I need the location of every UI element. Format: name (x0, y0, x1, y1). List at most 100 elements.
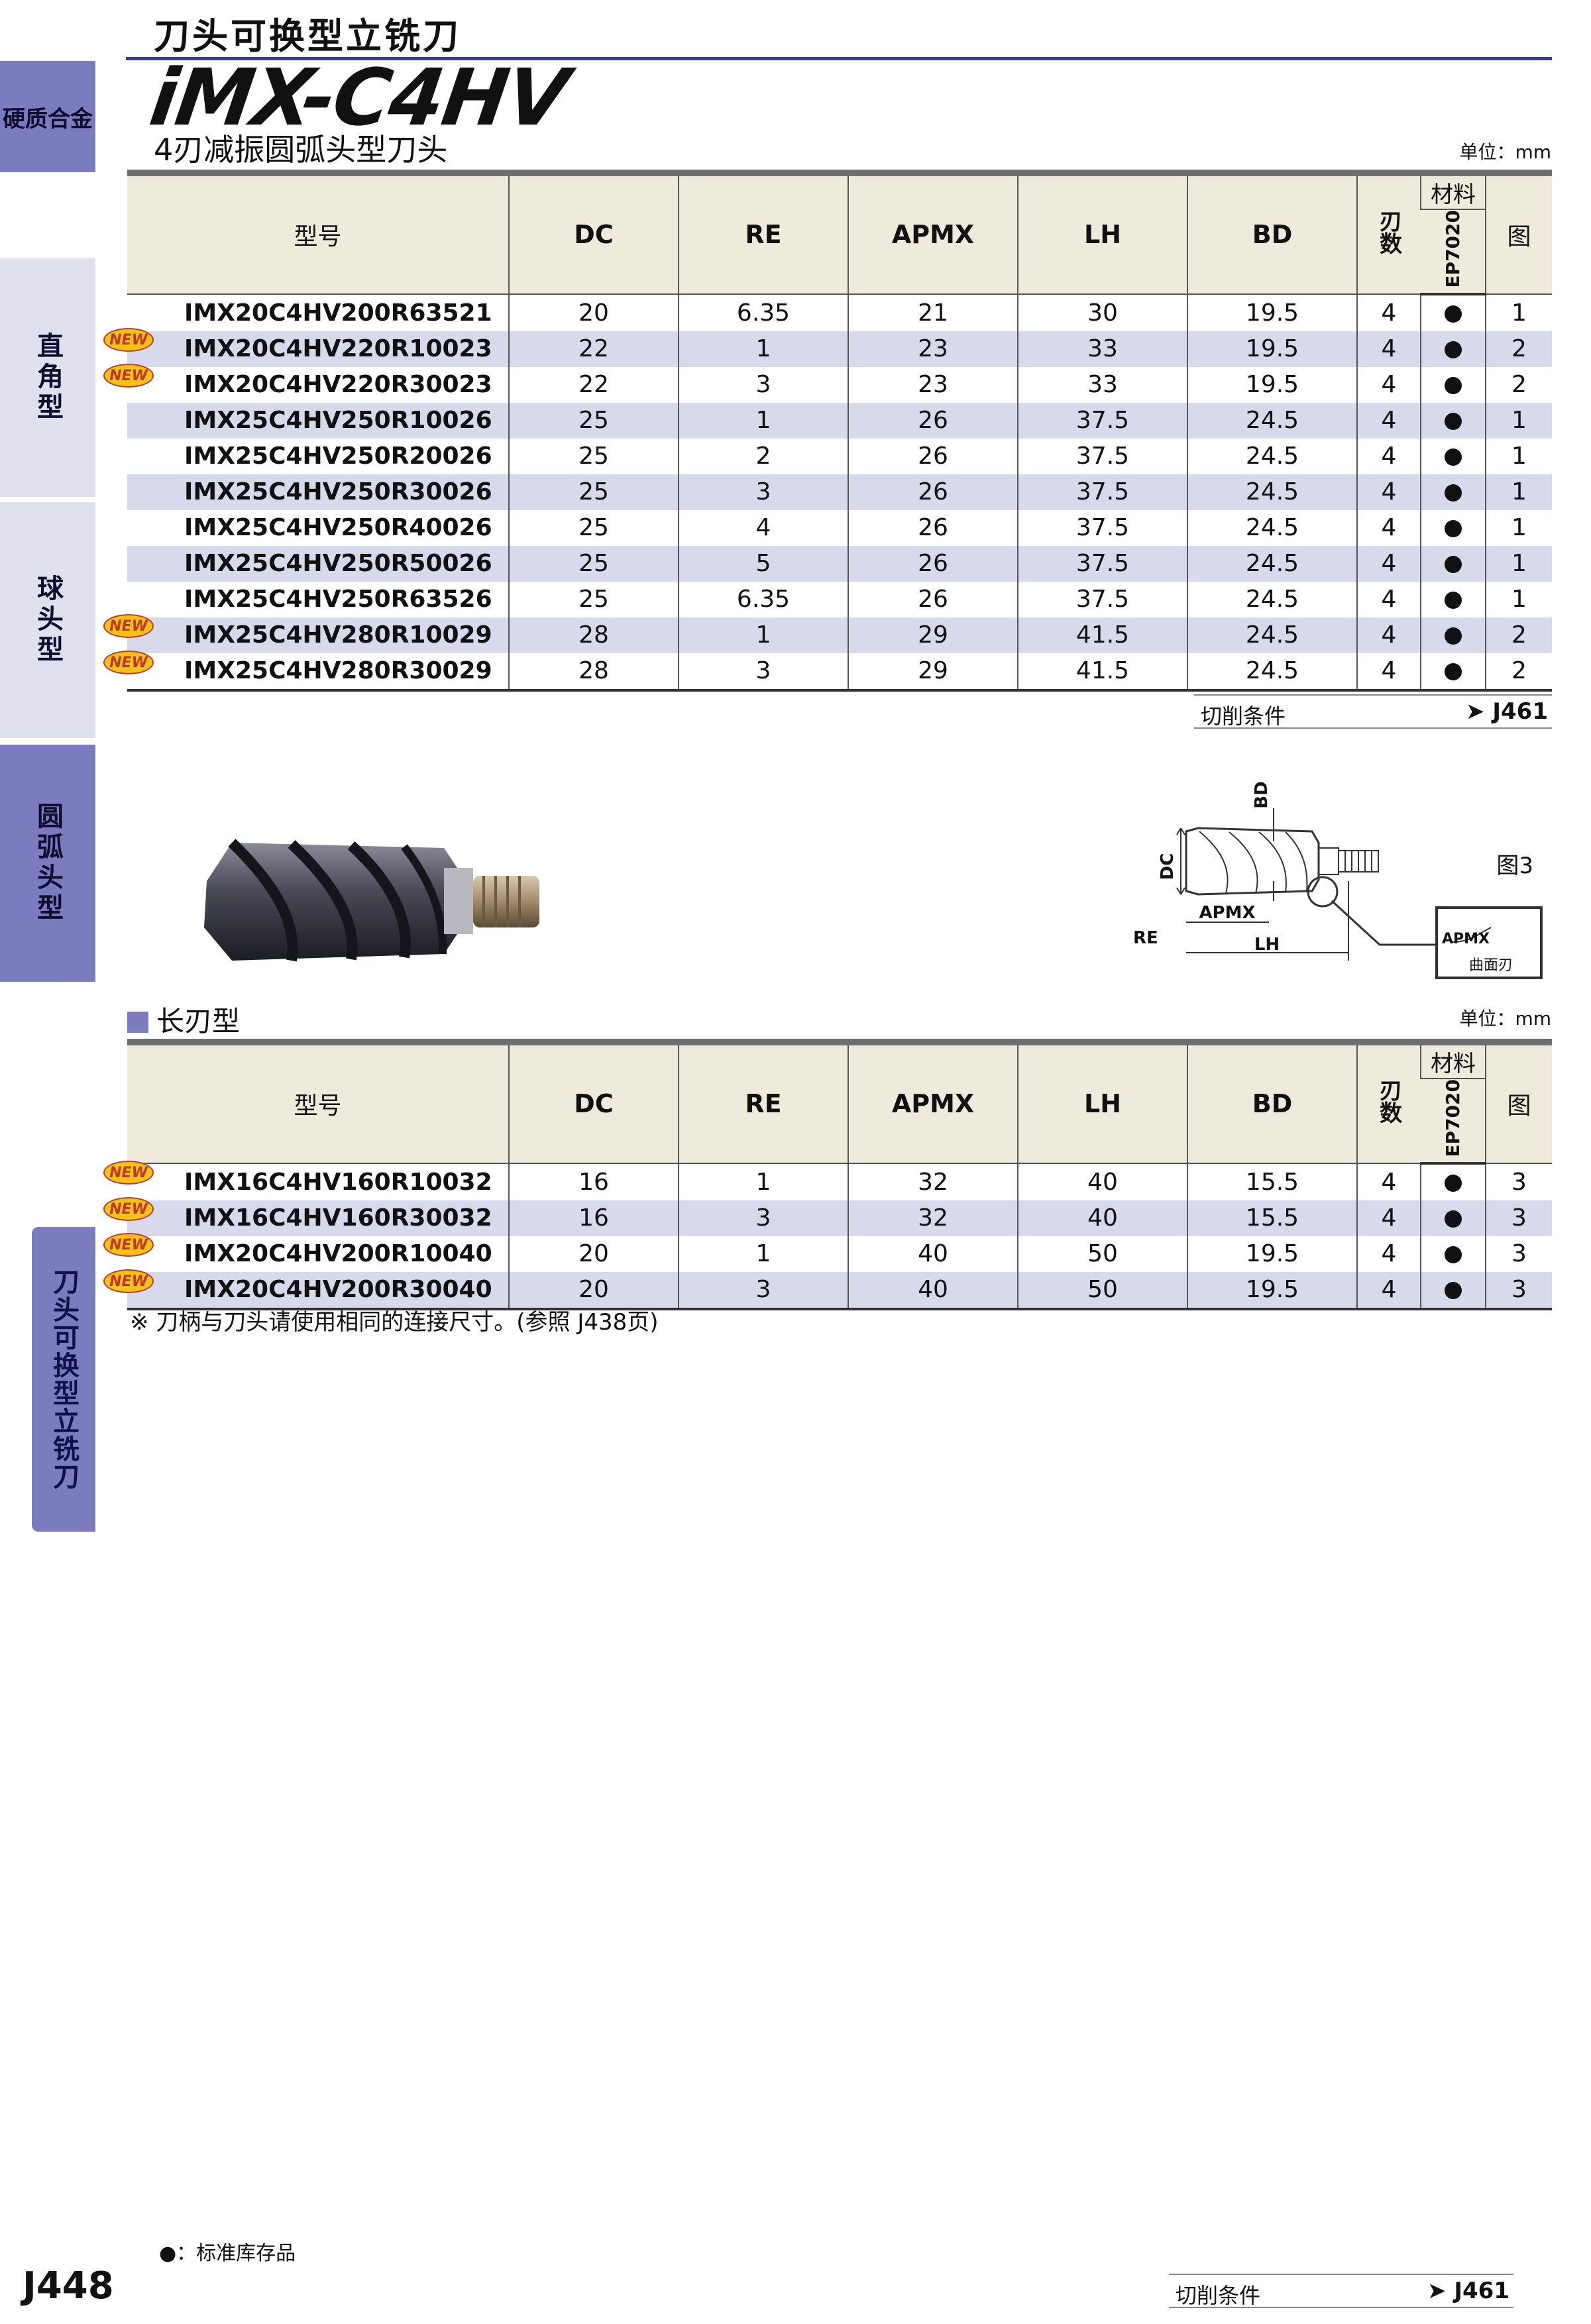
cell-re: 5 (678, 545, 848, 582)
footer-cutting-ref[interactable]: ➤ J461 (1427, 2278, 1509, 2304)
cell-z: 4 (1356, 402, 1421, 439)
side-tab-square[interactable]: 直角型 (0, 258, 95, 497)
cell-model: IMX20C4HV200R63521 (184, 299, 492, 327)
header-dc-2: DC (508, 1039, 679, 1164)
new-badge: NEW (103, 651, 154, 674)
header-flutes-2: 刃数 (1356, 1039, 1421, 1164)
new-badge: NEW (103, 1161, 154, 1185)
cell-dc: 25 (508, 438, 679, 474)
cell-lh: 40 (1017, 1200, 1187, 1236)
cell-re: 1 (678, 1236, 848, 1272)
cell-bd: 24.5 (1187, 581, 1357, 617)
header-re-2: RE (678, 1039, 848, 1164)
cutting-conditions-label: 切削条件 (1201, 704, 1286, 729)
cell-apmx: 40 (848, 1236, 1018, 1272)
cell-stock (1420, 1271, 1486, 1310)
header-figure: 图 (1485, 170, 1552, 295)
cell-model: IMX25C4HV250R20026 (184, 443, 492, 470)
cell-dc: 28 (508, 653, 679, 692)
cell-fig: 1 (1485, 438, 1552, 474)
cell-z: 4 (1356, 581, 1421, 617)
cell-re: 3 (678, 653, 848, 692)
header-bd: BD (1187, 170, 1357, 295)
cell-model: IMX20C4HV220R30023 (184, 371, 492, 399)
header-dc: DC (508, 170, 679, 295)
cell-lh: 33 (1017, 331, 1187, 367)
cutting-conditions-link[interactable]: 切削条件 ➤ J461 (1194, 694, 1552, 729)
header-rule (126, 57, 1552, 60)
cell-fig: 2 (1485, 653, 1552, 692)
cell-apmx: 23 (848, 331, 1018, 367)
cell-dc: 22 (508, 366, 679, 403)
stock-dot-icon (1445, 1175, 1462, 1192)
section-title: 长刃型 (156, 1005, 241, 1037)
cell-bd: 19.5 (1187, 331, 1357, 367)
section-marker (127, 1012, 148, 1033)
cell-lh: 50 (1017, 1236, 1187, 1272)
cell-apmx: 23 (848, 366, 1018, 403)
cell-re: 1 (678, 331, 848, 367)
cell-stock (1420, 509, 1486, 546)
cell-apmx: 29 (848, 653, 1018, 692)
cell-dc: 25 (508, 545, 679, 582)
header-grade-2: EP7020 (1421, 1079, 1486, 1165)
cell-z: 4 (1356, 293, 1421, 331)
stock-dot-icon (1445, 484, 1462, 502)
cell-lh: 33 (1017, 366, 1187, 403)
side-tab-radius[interactable]: 圆弧头型 (0, 745, 95, 982)
new-badge: NEW (103, 614, 154, 638)
cell-dc: 25 (508, 581, 679, 617)
cell-stock (1420, 653, 1486, 692)
cell-stock (1420, 1163, 1486, 1200)
cell-fig: 3 (1485, 1200, 1552, 1236)
unit-label: 单位：mm (1459, 141, 1551, 163)
header-model: 型号 (127, 170, 509, 295)
cell-model: IMX16C4HV160R10032 (184, 1168, 492, 1196)
cell-bd: 19.5 (1187, 293, 1357, 331)
cell-dc: 28 (508, 617, 679, 653)
cell-apmx: 21 (848, 293, 1018, 331)
cutting-conditions-ref[interactable]: ➤ J461 (1466, 698, 1548, 725)
new-badge: NEW (103, 328, 154, 352)
cell-re: 4 (678, 509, 848, 546)
side-tab-ball[interactable]: 球头型 (0, 502, 95, 738)
header-model-2: 型号 (127, 1039, 509, 1164)
cell-dc: 20 (508, 1271, 679, 1310)
header-lh: LH (1017, 170, 1187, 295)
cell-z: 4 (1356, 1163, 1421, 1200)
cell-model: IMX20C4HV200R30040 (127, 1271, 509, 1310)
cell-lh: 30 (1017, 293, 1187, 331)
product-subtitle: 4刃减振圆弧头型刀头 (154, 132, 448, 168)
cell-lh: 40 (1017, 1163, 1187, 1200)
header-material-2: 材料 (1420, 1039, 1486, 1079)
cell-re: 2 (678, 438, 848, 474)
cell-bd: 24.5 (1187, 402, 1357, 439)
cell-fig: 1 (1485, 545, 1552, 582)
cell-apmx: 26 (848, 438, 1018, 474)
cell-bd: 24.5 (1187, 653, 1357, 692)
cell-z: 4 (1356, 617, 1421, 653)
product-photo (204, 839, 539, 962)
header-lh-2: LH (1017, 1039, 1187, 1164)
side-tab-carbide[interactable]: 硬质合金 (0, 61, 95, 172)
cell-z: 4 (1356, 331, 1421, 367)
cell-dc: 25 (508, 509, 679, 546)
cell-fig: 1 (1485, 474, 1552, 510)
cell-apmx: 40 (848, 1271, 1018, 1310)
side-tab-indexable-endmill[interactable]: 刀头可换型立铣刀 (32, 1227, 95, 1532)
cell-apmx: 32 (848, 1163, 1018, 1200)
cell-apmx: 26 (848, 581, 1018, 617)
cell-model: IMX25C4HV250R40026 (184, 514, 492, 542)
new-badge: NEW (103, 1233, 154, 1257)
cell-dc: 22 (508, 331, 679, 367)
new-badge: NEW (103, 1269, 154, 1293)
header-re: RE (678, 170, 848, 295)
cell-re: 3 (678, 366, 848, 403)
cell-lh: 41.5 (1017, 653, 1187, 692)
footer-cutting-conditions-link[interactable]: 切削条件 ➤ J461 (1169, 2274, 1513, 2308)
